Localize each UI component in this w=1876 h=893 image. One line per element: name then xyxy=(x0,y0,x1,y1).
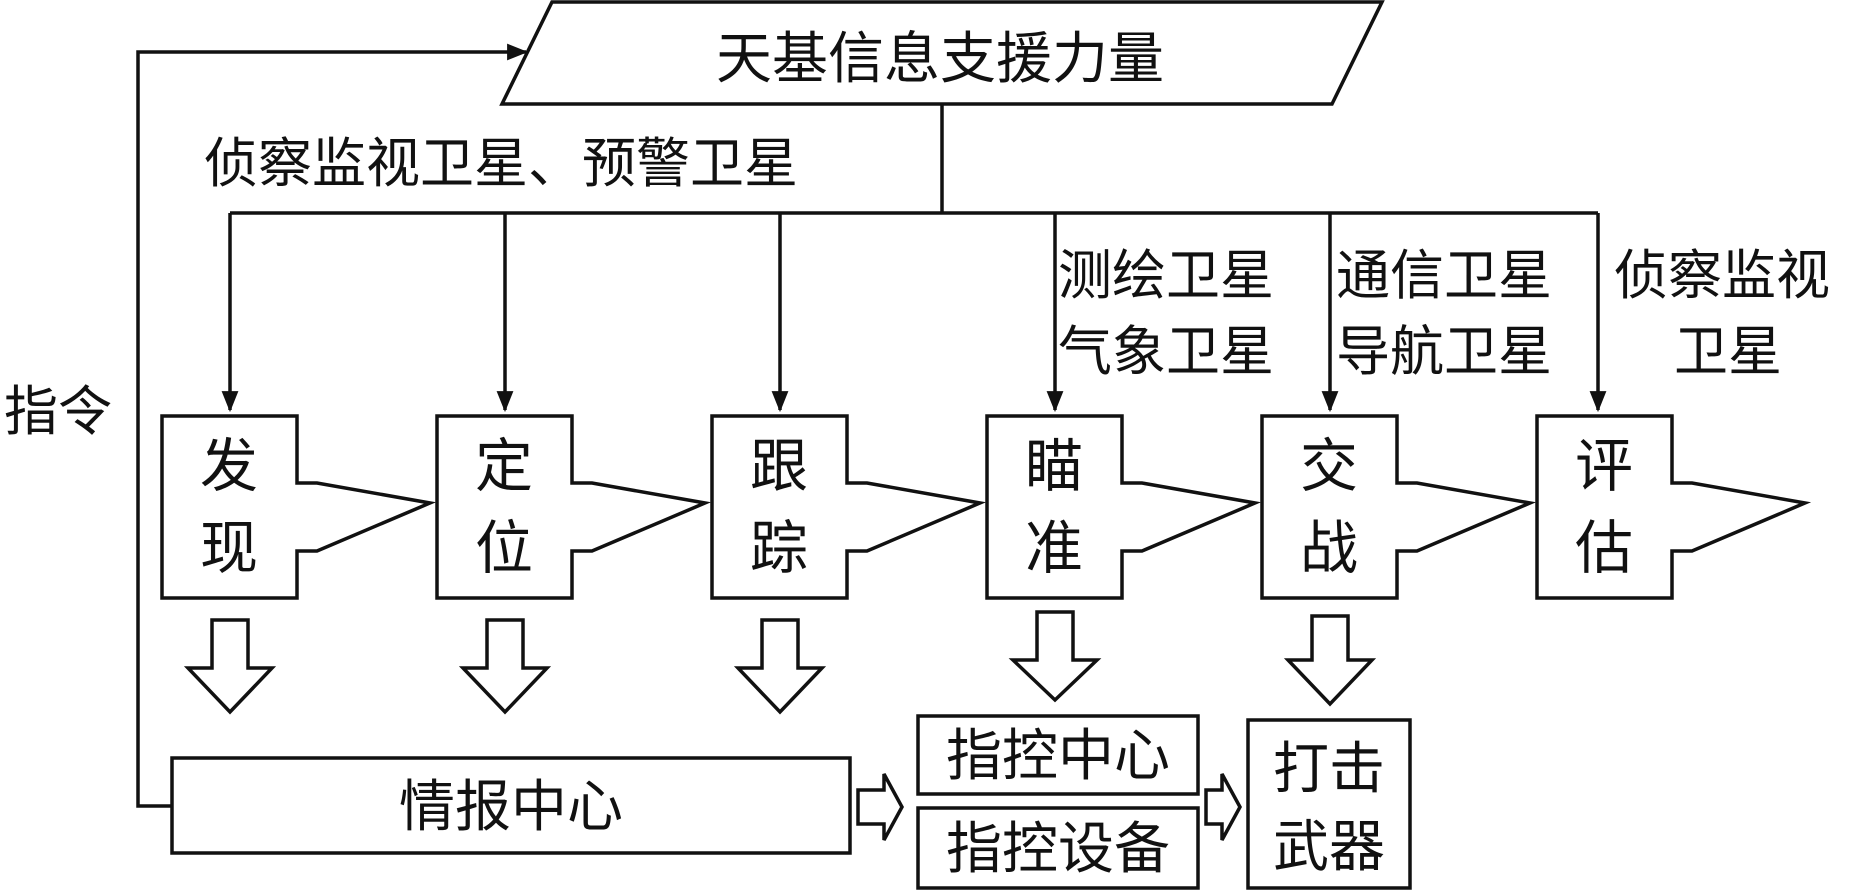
step-track-line1: 跟 xyxy=(750,432,808,500)
strike-weapon-label-line2: 武器 xyxy=(1273,815,1385,880)
step-box-locate xyxy=(435,414,712,600)
step-discover-line1: 发 xyxy=(200,432,258,500)
navigation-satellite-label: 导航卫星 xyxy=(1336,320,1552,383)
recon-satellite-label-line1: 侦察监视 xyxy=(1614,244,1830,307)
step-engage-line1: 交 xyxy=(1300,432,1358,500)
mapping-satellite-label: 测绘卫星 xyxy=(1058,244,1274,307)
step-aim-line1: 瞄 xyxy=(1025,432,1083,500)
command-equipment-label: 指控设备 xyxy=(946,817,1170,882)
step-box-assess xyxy=(1535,414,1812,600)
hollow-down-arrow-2 xyxy=(458,618,552,715)
step-discover-line2: 现 xyxy=(200,514,258,582)
comm-satellite-label: 通信卫星 xyxy=(1336,244,1552,307)
recon-satellite-label-line2: 卫星 xyxy=(1674,320,1782,383)
command-center-box xyxy=(916,714,1200,796)
top-box-label: 天基信息支援力量 xyxy=(716,27,1164,92)
hollow-right-arrow-2 xyxy=(1204,773,1242,841)
strike-weapon-label-line1: 打击 xyxy=(1273,737,1385,802)
distribution-lines xyxy=(230,104,1598,215)
intel-center-label: 情报中心 xyxy=(399,775,623,840)
step-assess-line1: 评 xyxy=(1575,432,1633,500)
step-box-aim xyxy=(985,414,1262,600)
hollow-right-arrow-1 xyxy=(856,773,904,841)
step-box-track xyxy=(710,414,987,600)
step-locate-line2: 位 xyxy=(475,514,533,582)
command-label: 指令 xyxy=(4,380,112,443)
step-assess-line2: 估 xyxy=(1575,514,1633,582)
command-feedback-line xyxy=(136,43,529,808)
step-box-engage xyxy=(1260,414,1537,600)
step-locate-line1: 定 xyxy=(475,432,533,500)
weather-satellite-label: 气象卫星 xyxy=(1058,320,1274,383)
hollow-down-arrow-3 xyxy=(733,618,827,715)
intel-center-box xyxy=(170,756,852,855)
step-engage-line2: 战 xyxy=(1300,514,1358,582)
hollow-down-arrow-5 xyxy=(1283,614,1377,707)
space-info-support-box xyxy=(499,0,1385,106)
hollow-down-arrow-4 xyxy=(1008,610,1102,703)
strike-weapon-box xyxy=(1246,718,1412,890)
step-track-line2: 踪 xyxy=(750,514,808,582)
step-aim-line2: 准 xyxy=(1025,514,1083,582)
step-box-discover xyxy=(160,414,437,600)
command-equipment-box xyxy=(916,806,1200,890)
hollow-down-arrow-1 xyxy=(183,618,277,715)
command-center-label: 指控中心 xyxy=(946,724,1170,789)
recon-warning-satellites-label: 侦察监视卫星、预警卫星 xyxy=(204,132,798,195)
